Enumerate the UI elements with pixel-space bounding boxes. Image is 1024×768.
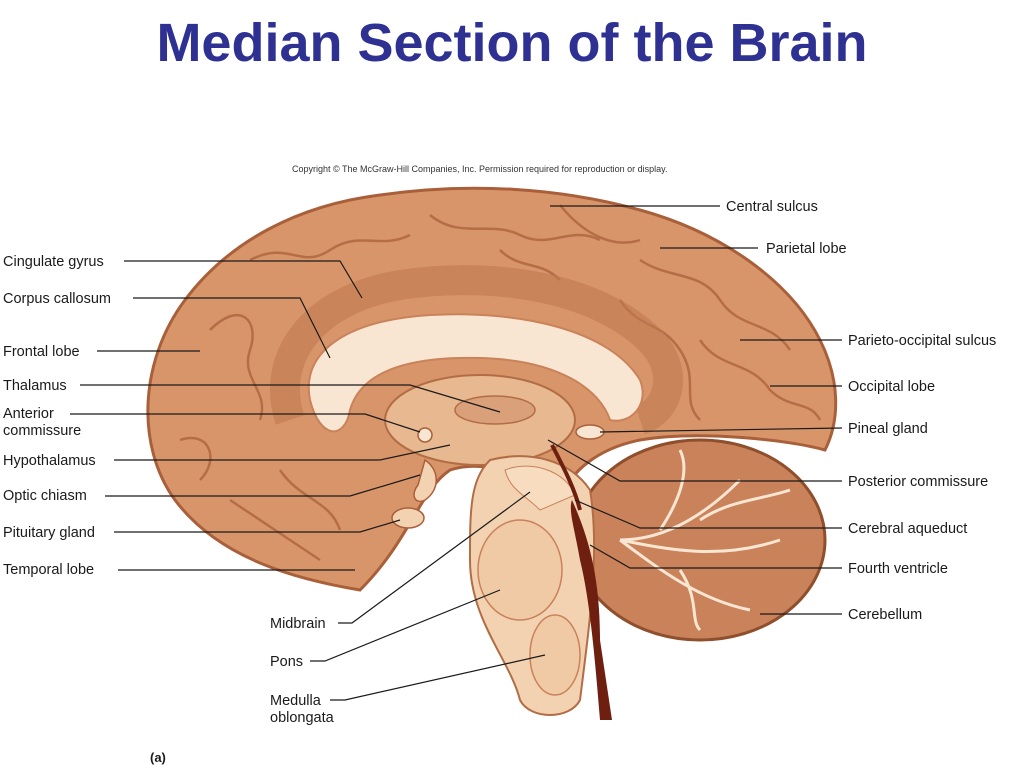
medulla-oblongata xyxy=(529,614,581,696)
label-posterior-commissure: Posterior commissure xyxy=(848,474,988,490)
cerebral-aqueduct xyxy=(550,444,582,511)
label-pons: Pons xyxy=(270,654,303,670)
pituitary-gland xyxy=(391,507,425,529)
arbor-vitae xyxy=(619,449,791,632)
label-midbrain: Midbrain xyxy=(270,616,326,632)
label-occipital-lobe: Occipital lobe xyxy=(848,379,935,395)
panel-label: (a) xyxy=(150,750,166,765)
label-cerebellum: Cerebellum xyxy=(848,607,922,623)
label-hypothalamus: Hypothalamus xyxy=(3,453,96,469)
copyright-notice: Copyright © The McGraw-Hill Companies, I… xyxy=(292,164,668,174)
optic-chiasm xyxy=(413,458,437,502)
cerebellum xyxy=(573,438,827,642)
label-parietal-lobe: Parietal lobe xyxy=(766,241,847,257)
label-thalamus: Thalamus xyxy=(3,378,67,394)
label-central-sulcus: Central sulcus xyxy=(726,199,818,215)
label-anterior-commissure-line1: Anterior xyxy=(3,406,54,422)
label-frontal-lobe: Frontal lobe xyxy=(3,344,80,360)
cingulate-gyrus xyxy=(270,265,683,435)
label-parieto-occipital-sulcus: Parieto-occipital sulcus xyxy=(848,333,996,349)
label-cingulate-gyrus: Cingulate gyrus xyxy=(3,254,104,270)
label-medulla-line1: Medulla xyxy=(270,693,322,709)
label-medulla-line2: oblongata xyxy=(270,710,335,726)
label-optic-chiasm: Optic chiasm xyxy=(3,488,87,504)
pons xyxy=(477,519,563,621)
label-pineal-gland: Pineal gland xyxy=(848,421,928,437)
pineal-gland xyxy=(575,424,605,440)
label-anterior-commissure-line2: commissure xyxy=(3,423,81,439)
slide-title: Median Section of the Brain xyxy=(156,13,868,73)
label-temporal-lobe: Temporal lobe xyxy=(3,562,94,578)
label-pituitary-gland: Pituitary gland xyxy=(3,525,95,541)
label-cerebral-aqueduct: Cerebral aqueduct xyxy=(848,521,967,537)
leader-lines xyxy=(70,205,843,701)
label-corpus-callosum: Corpus callosum xyxy=(3,291,111,307)
anterior-commissure xyxy=(417,427,433,443)
corpus-callosum xyxy=(307,313,644,433)
label-fourth-ventricle: Fourth ventricle xyxy=(848,561,948,577)
fourth-ventricle xyxy=(570,500,612,720)
